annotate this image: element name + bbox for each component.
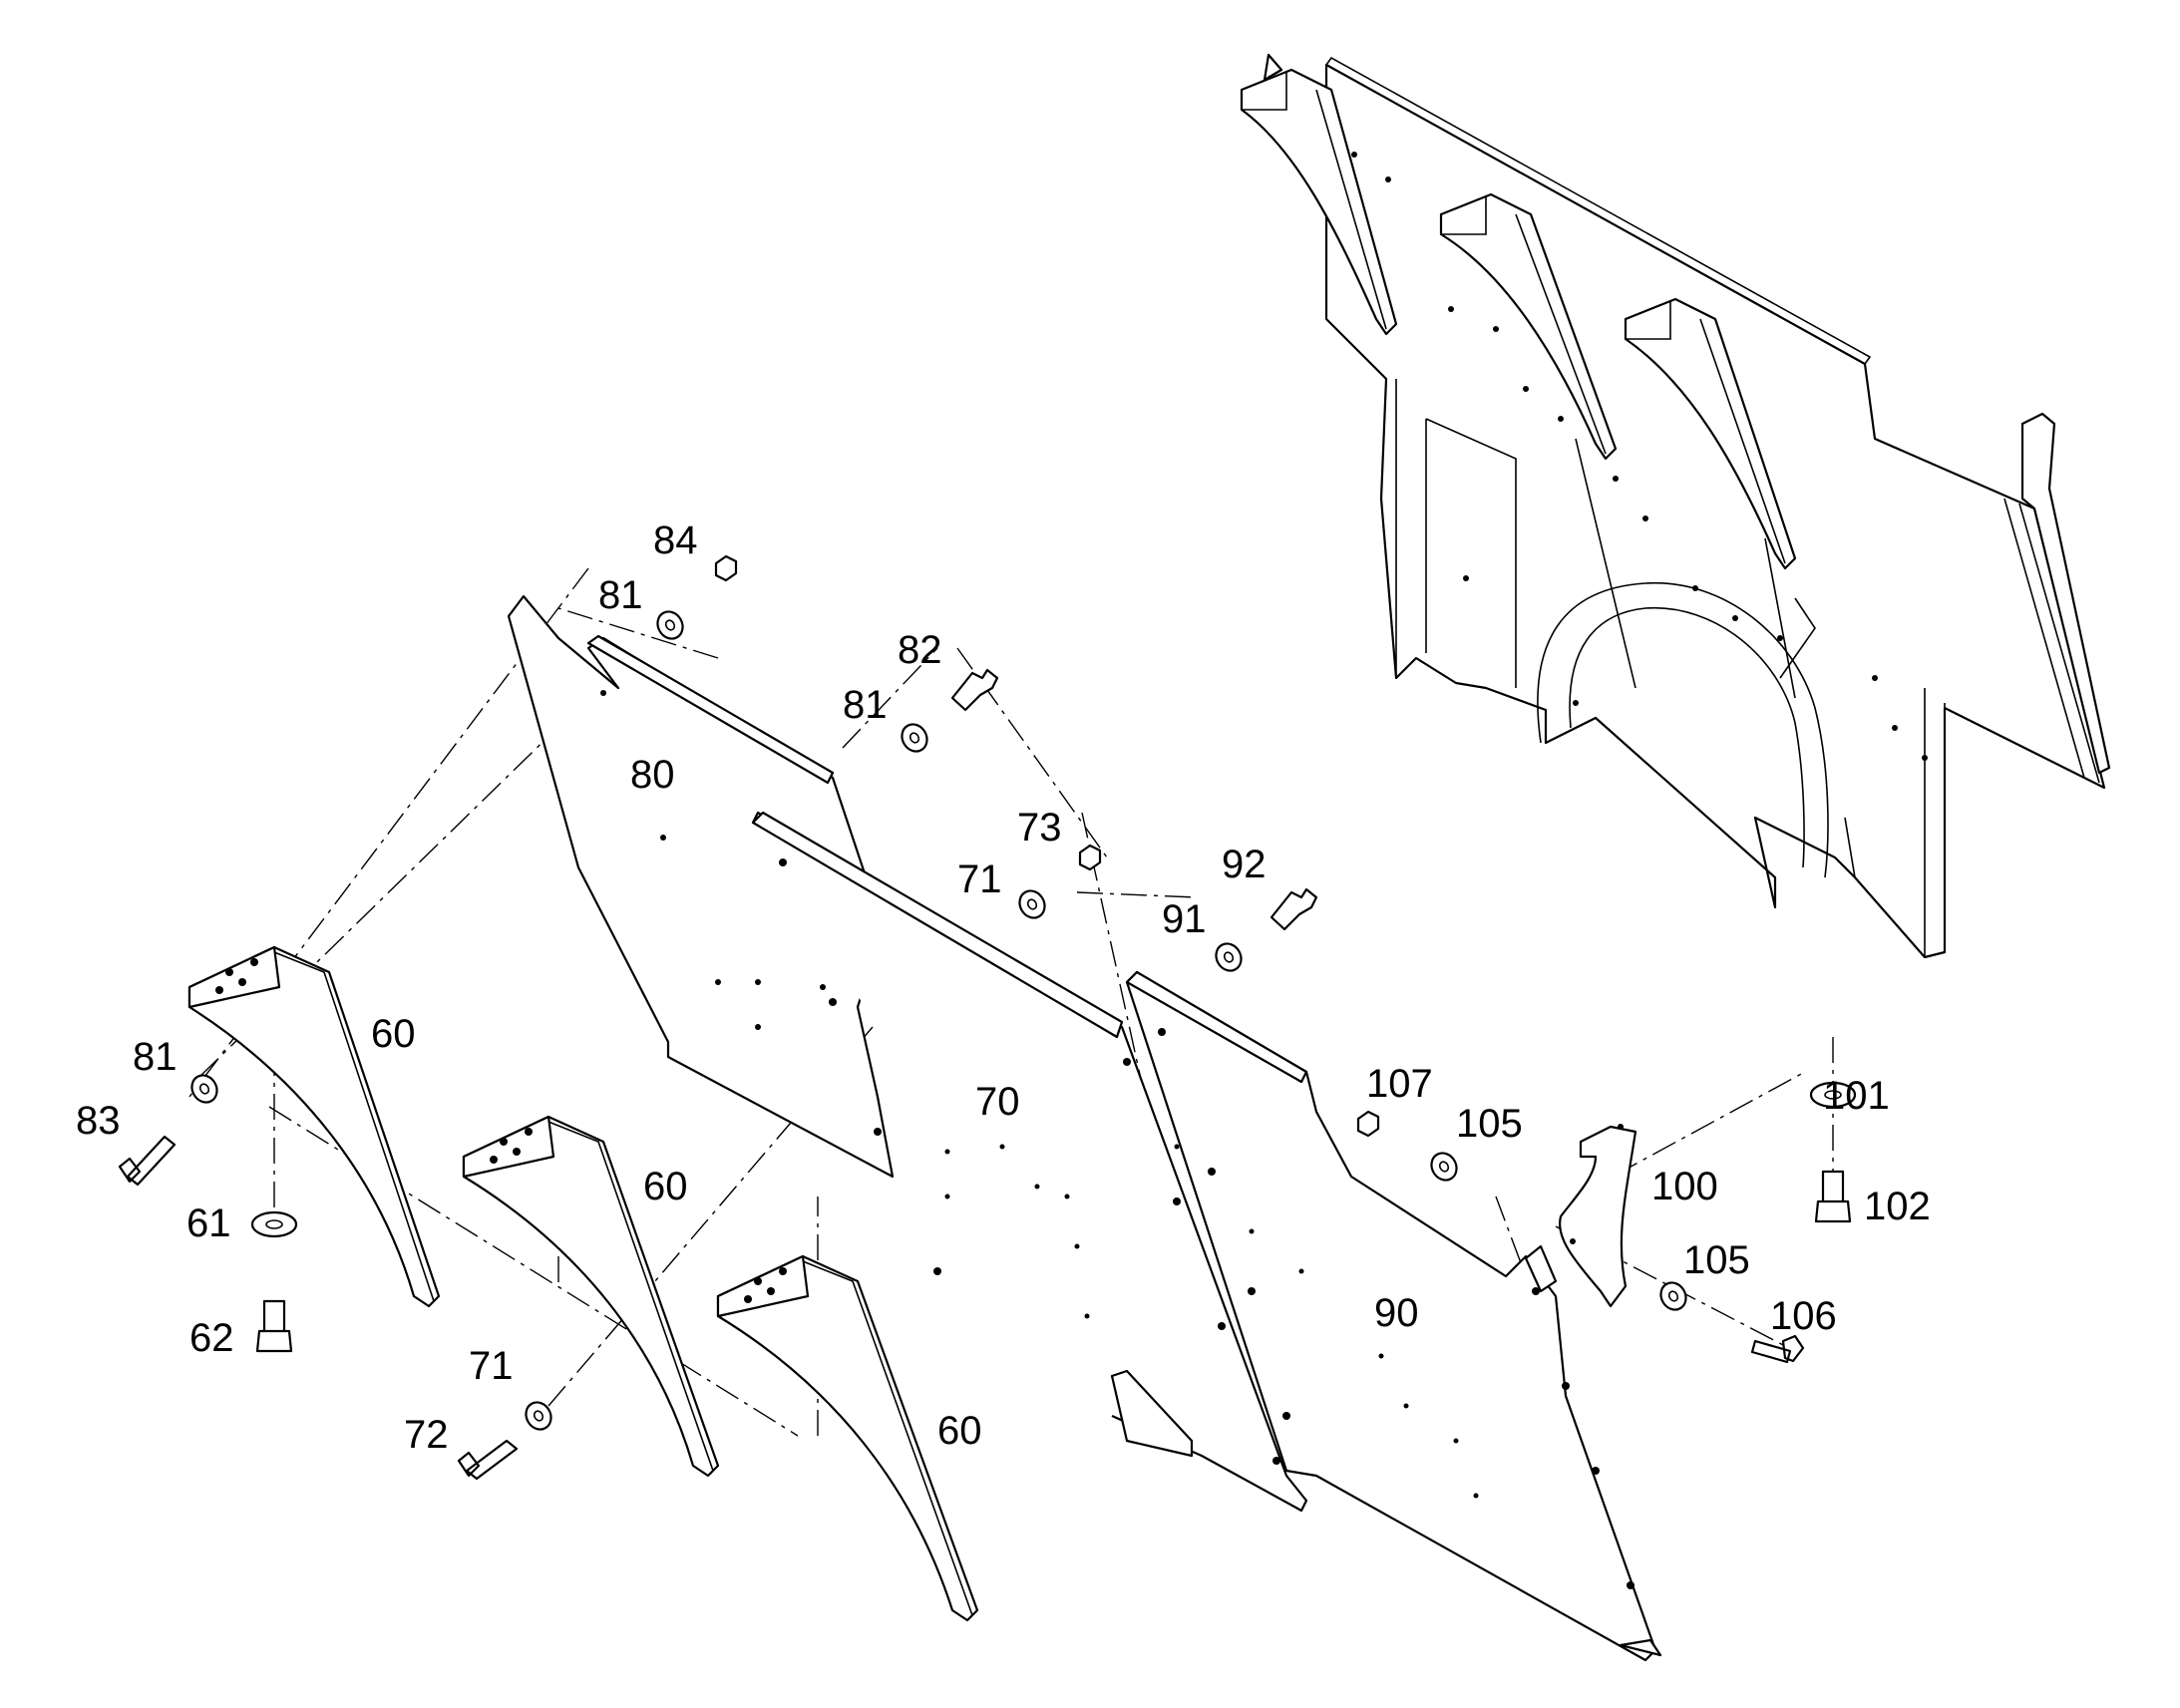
- nut-73: [1078, 844, 1102, 871]
- callout-80: 80: [630, 753, 675, 797]
- assembled-bracket-1-tab: [1263, 53, 1283, 82]
- bolt-72: [457, 1439, 519, 1481]
- assembled-right-strip: [2003, 498, 2100, 784]
- part-60-a-edge: [273, 951, 435, 1302]
- part-70-panel: [751, 811, 1308, 1513]
- assembled-arch-inner: [1569, 606, 1805, 868]
- part-60-bracket-a: [187, 945, 441, 1308]
- callout-labels: 84 81 82 81 80 73 71 92 91 60 81 83 70 1…: [76, 518, 1931, 1457]
- washer-81-a: [656, 610, 684, 640]
- assembled-bracket-2: [1439, 192, 1618, 461]
- part-80-panel: [507, 594, 895, 1179]
- callout-82: 82: [898, 628, 942, 672]
- assembled-bracket-3: [1624, 297, 1797, 570]
- assembled-bracket-1: [1240, 68, 1398, 336]
- callout-105-top: 105: [1456, 1102, 1523, 1146]
- washer-61: [250, 1210, 298, 1238]
- callout-70: 70: [975, 1080, 1020, 1124]
- bolt-102: [1814, 1170, 1852, 1223]
- assembled-top-edge: [1325, 56, 1872, 365]
- washer-81-b: [901, 723, 928, 753]
- callout-81-top: 81: [598, 573, 643, 617]
- washer-101: [1809, 1081, 1857, 1109]
- assembled-bracket-2-detail: [1441, 196, 1607, 455]
- callout-102: 102: [1864, 1185, 1931, 1228]
- bolt-82: [950, 668, 999, 712]
- assembled-assembly: [1240, 53, 2111, 959]
- washer-81-c: [190, 1074, 218, 1104]
- part-90-panel: [1125, 970, 1662, 1662]
- assembled-bracket-1-detail: [1242, 72, 1387, 330]
- part-100-bracket: [1558, 1124, 1637, 1308]
- part-60-c-edge: [802, 1260, 973, 1616]
- assembled-lower-right-leg: [1844, 688, 1946, 957]
- callout-60-a: 60: [371, 1012, 416, 1056]
- bolt-92: [1270, 887, 1318, 931]
- callout-81-mid: 81: [843, 683, 888, 727]
- assembled-lower-left-leg: [1395, 379, 1517, 688]
- callout-92: 92: [1222, 843, 1267, 886]
- callout-81-left: 81: [133, 1035, 178, 1079]
- part-60-b-edge: [547, 1121, 714, 1472]
- nut-84: [714, 554, 738, 582]
- callout-106: 106: [1770, 1294, 1837, 1338]
- washer-91: [1215, 942, 1243, 972]
- part-80-flange: [586, 634, 835, 785]
- callout-73: 73: [1017, 806, 1062, 850]
- part-90-flange: [1125, 970, 1308, 1084]
- washer-105-a: [1430, 1152, 1458, 1182]
- washer-71-a: [1018, 889, 1046, 919]
- part-70-flange: [751, 811, 1124, 1039]
- assembled-divider-2: [1779, 597, 1816, 679]
- callout-61: 61: [186, 1201, 231, 1245]
- bolt-106: [1750, 1334, 1805, 1364]
- callout-71-bot: 71: [469, 1344, 514, 1388]
- part-90-tab: [1524, 1244, 1558, 1293]
- callout-107: 107: [1366, 1062, 1433, 1106]
- bolt-83: [118, 1135, 177, 1187]
- assembled-divider-1: [1575, 438, 1796, 699]
- part-60-bracket-c: [716, 1254, 979, 1622]
- part-90-corner: [1619, 1638, 1662, 1657]
- bolt-62: [255, 1299, 293, 1353]
- assembled-bracket-3-detail: [1626, 301, 1786, 564]
- assembled-arch-outer: [1537, 582, 1829, 878]
- callout-60-c: 60: [937, 1409, 982, 1453]
- callout-90: 90: [1374, 1291, 1419, 1335]
- callout-60-b: 60: [643, 1165, 688, 1208]
- callout-84: 84: [653, 518, 698, 562]
- part-70-tab: [1110, 1369, 1194, 1458]
- nut-107: [1356, 1110, 1380, 1138]
- assembled-main-panel: [1324, 63, 2106, 959]
- washer-71-b: [525, 1401, 552, 1431]
- washer-105-b: [1659, 1281, 1687, 1311]
- part-60-bracket-b: [462, 1115, 720, 1478]
- callout-83: 83: [76, 1099, 121, 1143]
- callout-101: 101: [1823, 1074, 1890, 1118]
- callout-72: 72: [404, 1413, 449, 1457]
- callout-100: 100: [1651, 1165, 1718, 1208]
- callout-71-top: 71: [957, 857, 1002, 901]
- callout-62: 62: [189, 1316, 234, 1360]
- callout-91: 91: [1162, 897, 1207, 941]
- callout-105-bot: 105: [1683, 1238, 1750, 1282]
- assembled-holes: [1351, 152, 1928, 761]
- assembled-right-bracket: [2020, 412, 2111, 775]
- fasteners: [118, 554, 1857, 1481]
